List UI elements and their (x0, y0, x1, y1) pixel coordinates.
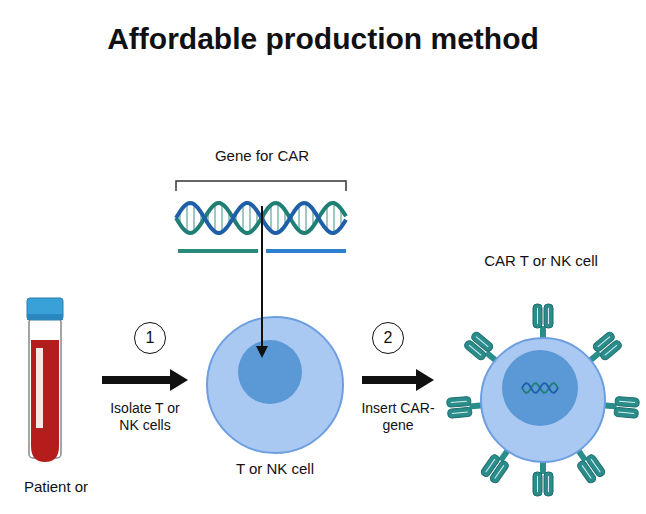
title: Affordable production method (0, 22, 646, 56)
car-cell: CAR T or NK cell (440, 252, 642, 502)
callout-number: 1 (134, 322, 166, 354)
process-arrow (362, 369, 434, 391)
process-arrow (102, 369, 188, 391)
bracket-label: Gene for CAR (215, 147, 309, 164)
blood-tube (27, 298, 63, 462)
car-receptors (446, 304, 639, 496)
node-label: T or NK cell (236, 460, 314, 477)
nucleus (502, 350, 578, 426)
callout-number: 2 (372, 322, 404, 354)
nucleus (238, 340, 302, 404)
edge-label: Isolate T or NK cells (100, 400, 190, 434)
blood-sample: Patient or (10, 290, 102, 495)
gene-bar (178, 249, 258, 253)
car-cell (481, 338, 605, 462)
node-label: CAR T or NK cell (484, 252, 598, 269)
cell: T or NK cell (200, 305, 350, 477)
node-label: Patient or (24, 478, 88, 495)
edge-label: Insert CAR-gene (356, 400, 440, 434)
gene-bar (266, 249, 346, 253)
arrow-head (256, 346, 268, 358)
bracket (176, 181, 346, 191)
t-cell (207, 317, 343, 453)
insert-arrow (261, 206, 263, 350)
dna-icon (522, 383, 558, 393)
